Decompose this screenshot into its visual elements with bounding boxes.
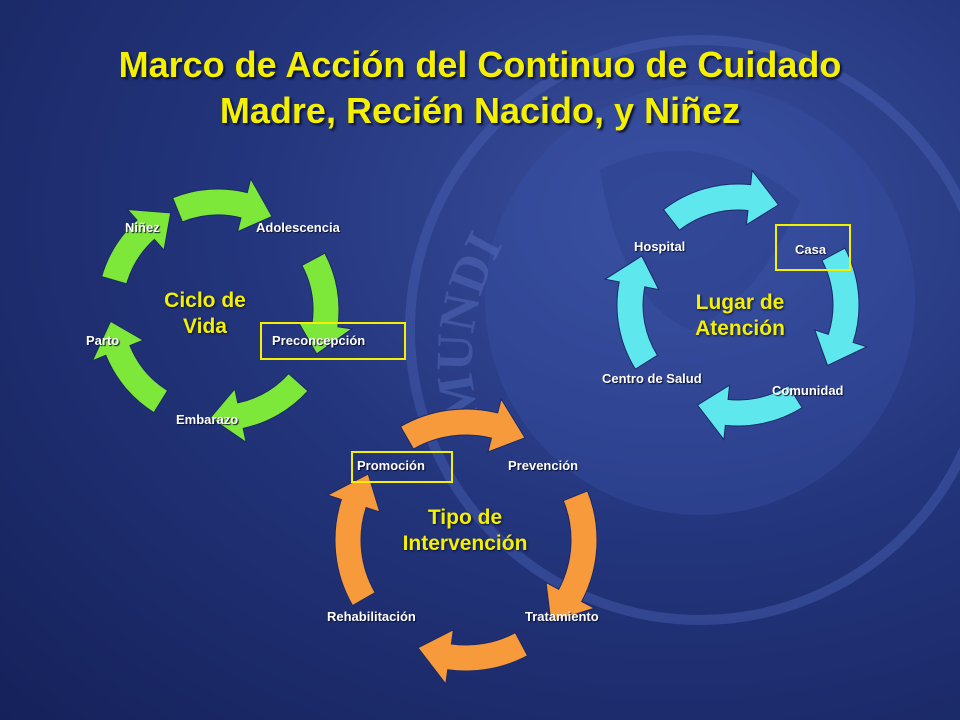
title-line-1: Marco de Acción del Continuo de Cuidado [118, 44, 842, 85]
cycle-arrow-icon [296, 252, 354, 355]
stage-label-highlighted: Promoción [357, 458, 425, 473]
stage-label: Adolescencia [256, 220, 340, 235]
cycle-arrow-icon [417, 628, 529, 686]
cycle-arrow-icon [545, 490, 598, 623]
highlight-box [260, 322, 406, 360]
cycle-arrow-icon [662, 169, 780, 231]
cycle-center-label: Lugar de Atención [695, 291, 785, 340]
cycle-center-label: Ciclo de Vida [164, 289, 246, 338]
stage-label-highlighted: Casa [795, 242, 827, 257]
stage-label: Rehabilitación [327, 609, 416, 624]
highlight-box [351, 451, 453, 483]
highlight-box [775, 224, 851, 271]
stage-label: Comunidad [772, 383, 844, 398]
cycle-arrow-icon [326, 473, 381, 607]
cycle-arrow-icon [172, 177, 273, 233]
stage-label: Parto [86, 333, 120, 348]
stage-label: Niñez [125, 220, 160, 235]
stage-label-highlighted: Preconcepción [272, 333, 366, 348]
page-title: Marco de Acción del Continuo de Cuidado … [0, 42, 960, 134]
stage-label: Embarazo [176, 412, 239, 427]
stage-label: Hospital [634, 239, 686, 254]
cycle-center-label: Tipo de Intervención [402, 506, 528, 555]
cycle-arrow-icon [696, 384, 803, 441]
stage-label: Tratamiento [525, 609, 599, 624]
stage-label: Prevención [508, 458, 579, 473]
title-line-2: Madre, Recién Nacido, y Niñez [219, 90, 741, 131]
cycle-arrow-icon [101, 208, 172, 285]
cycle-arrow-icon [91, 320, 169, 414]
cycle-arrow-icon [603, 255, 660, 370]
cycle-arrow-icon [209, 372, 309, 444]
cycle-arrow-icon [813, 247, 869, 367]
cycle-arrow-icon [399, 397, 526, 453]
stage-label: Centro de Salud [602, 371, 702, 386]
